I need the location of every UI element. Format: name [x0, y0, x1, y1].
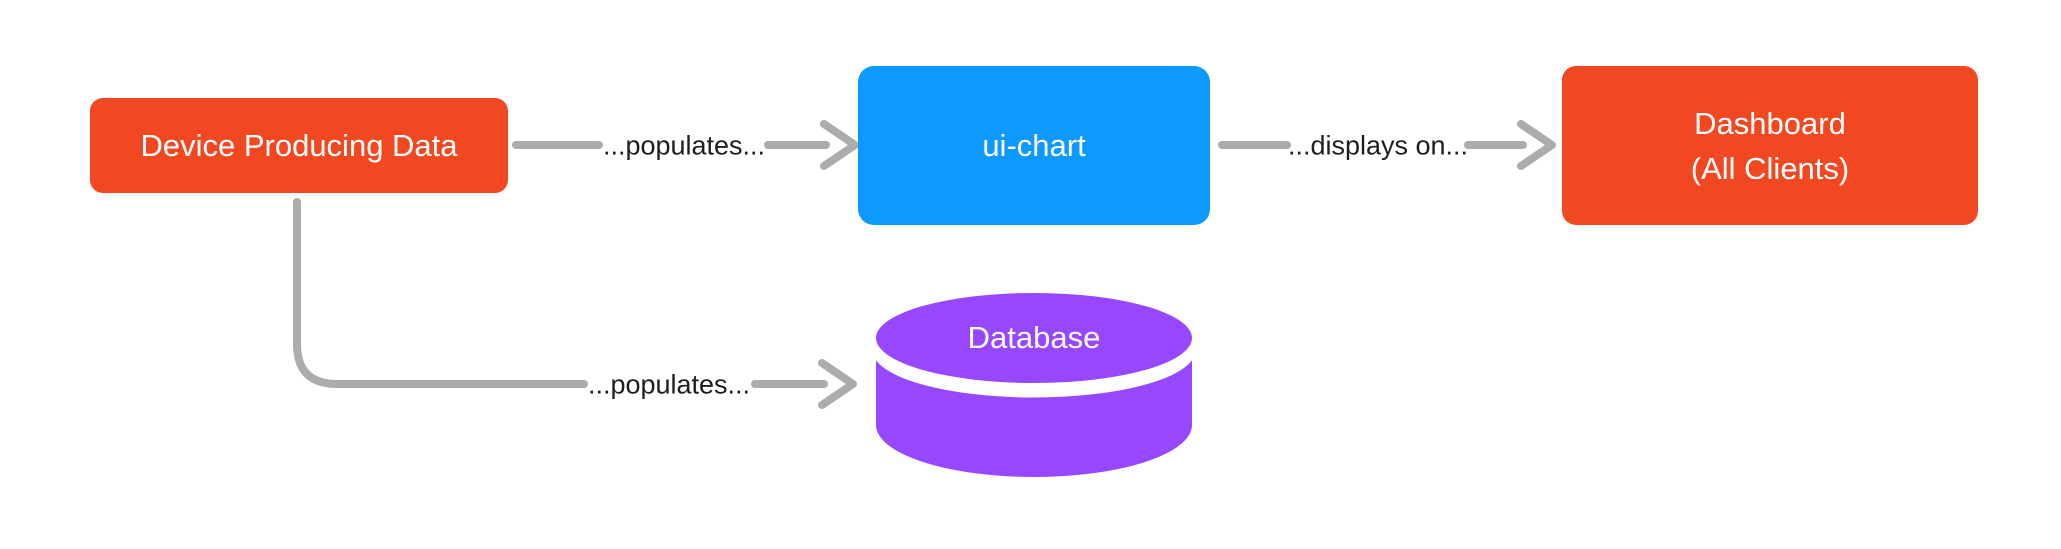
edge-device-to-database[interactable] — [293, 198, 857, 409]
edge2-label[interactable]: ...displays on... — [1287, 130, 1469, 161]
node-device-producing-data[interactable]: Device Producing Data — [90, 98, 508, 193]
node-ui-chart[interactable]: ui-chart — [858, 66, 1210, 225]
node-dashboard-label-line2: (All Clients) — [1690, 150, 1850, 186]
node-database-label: Database — [967, 320, 1101, 355]
node-device-label: Device Producing Data — [140, 127, 458, 163]
edge1-label[interactable]: ...populates... — [602, 130, 766, 161]
edge2-arrowhead-icon — [1517, 120, 1556, 170]
edge3-arrowhead-icon — [818, 359, 857, 409]
edge1-arrowhead-icon — [820, 120, 859, 170]
database-cylinder-body — [876, 348, 1192, 477]
database-cylinder-lid — [876, 293, 1192, 383]
node-dashboard-label-line1: Dashboard — [1694, 105, 1846, 141]
node-database-cylinder[interactable] — [871, 293, 1197, 477]
edge3-elbow-segment — [293, 198, 588, 388]
node-dashboard[interactable]: Dashboard (All Clients) — [1562, 66, 1978, 225]
edge-device-to-uichart[interactable] — [512, 120, 859, 170]
node-ui-chart-label: ui-chart — [982, 127, 1086, 163]
edge-uichart-to-dashboard[interactable] — [1218, 120, 1556, 170]
edge3-label[interactable]: ...populates... — [587, 369, 751, 400]
database-cylinder-rim-highlight — [871, 347, 1197, 398]
